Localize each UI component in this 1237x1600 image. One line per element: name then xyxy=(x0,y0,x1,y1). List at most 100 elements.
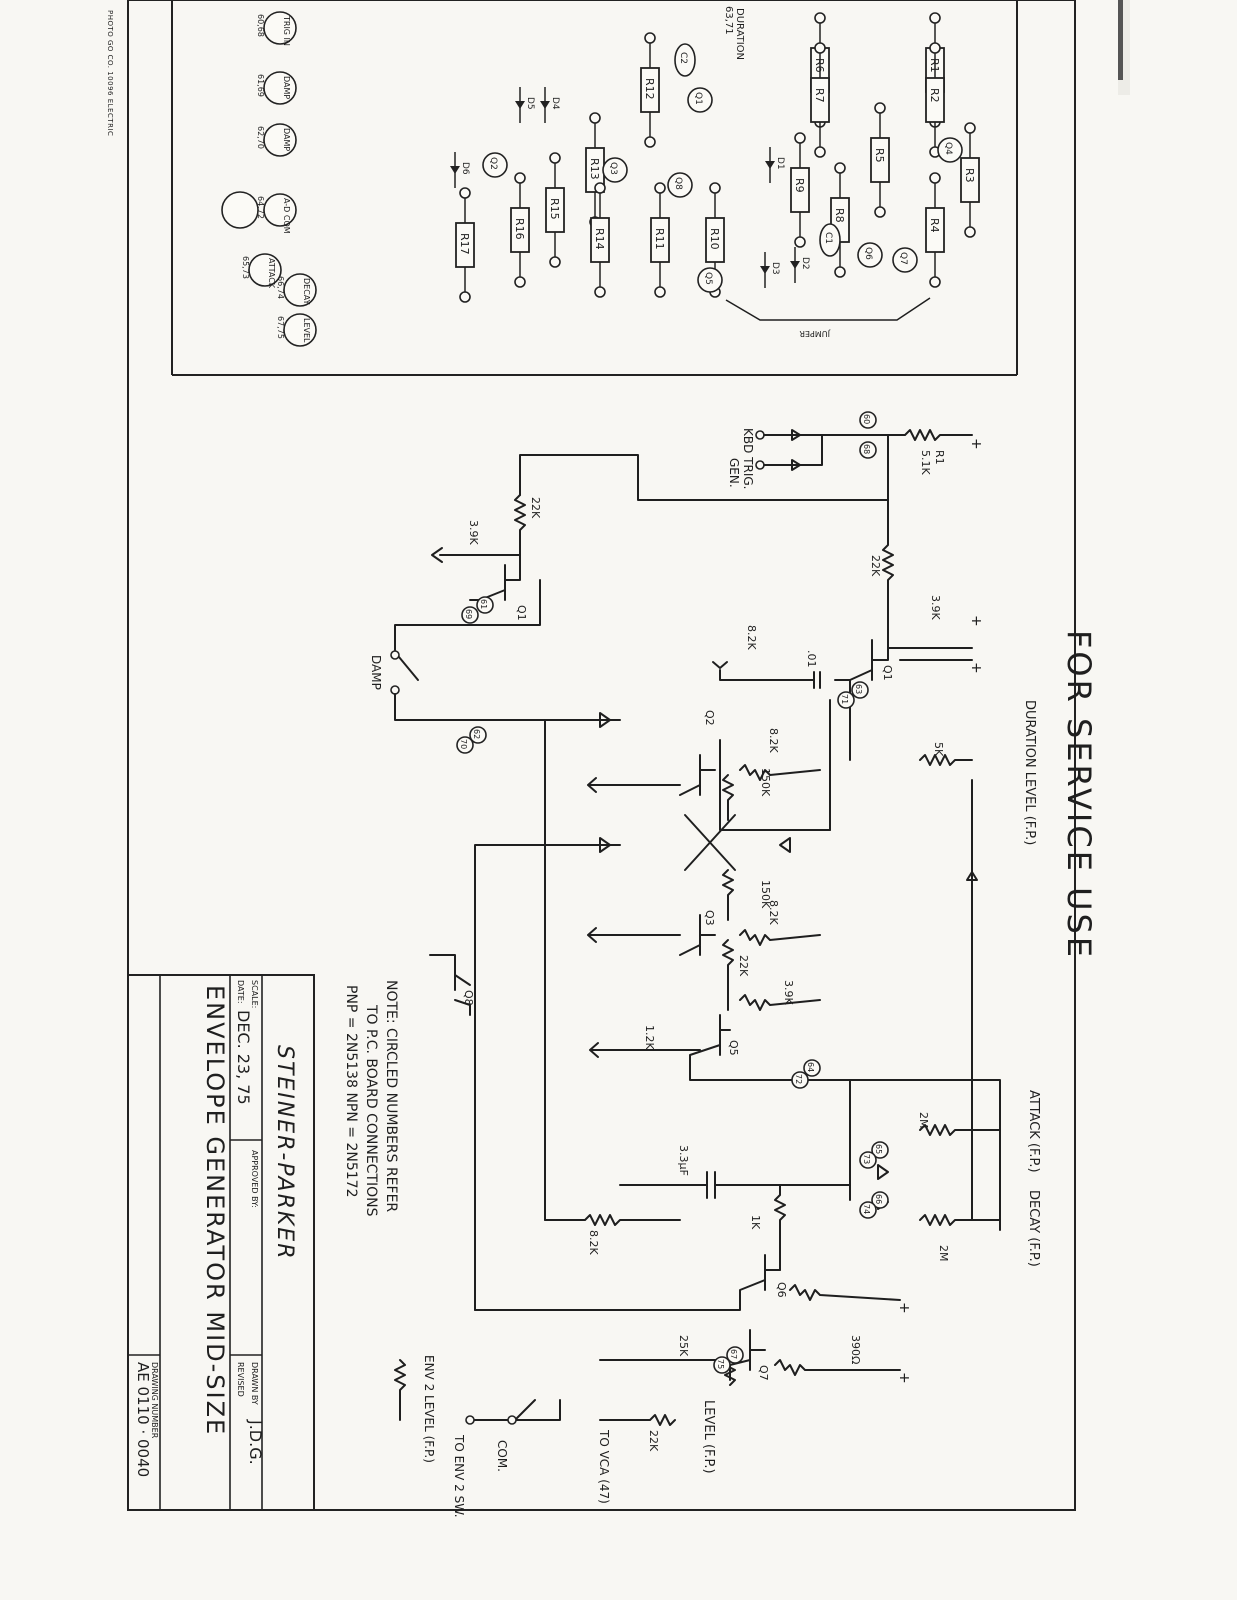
board-resistor-r12: R12 xyxy=(640,32,660,148)
board-transistor-label: Q5 xyxy=(703,272,713,285)
scan-edge xyxy=(1118,0,1123,80)
connection-number: 68 xyxy=(862,444,871,454)
board-resistor-label: R15 xyxy=(548,198,561,220)
q1a-collector xyxy=(394,579,541,651)
kbd-trig-diodes xyxy=(791,429,801,471)
q5-transistor xyxy=(689,1014,851,1081)
r15-resistor xyxy=(722,869,734,921)
q6-transistor xyxy=(474,1254,781,1311)
board-transistor-q3: Q3 xyxy=(602,157,628,183)
board-resistor-label: R10 xyxy=(708,228,721,250)
duration-diode xyxy=(966,871,978,881)
q2-transistor xyxy=(679,754,716,796)
d5-wire xyxy=(474,844,621,1311)
board-capacitor-label: C2 xyxy=(678,52,688,64)
connection-marker: 60 xyxy=(859,411,877,429)
board-pad-label: DAMP xyxy=(282,76,291,99)
r7-wire xyxy=(887,629,973,649)
note-line-3: PNP = 2N5138 NPN = 2N5172 xyxy=(343,985,359,1197)
connection-number: 65 xyxy=(874,1144,883,1154)
connection-marker: 65 xyxy=(871,1141,889,1159)
scale-label: SCALE: xyxy=(250,980,259,1008)
q2-ref: Q2 xyxy=(703,710,716,726)
board-pad-label: DECAY xyxy=(302,278,311,305)
env2-switch-contact-2 xyxy=(465,1415,475,1425)
cross-coupling xyxy=(684,814,736,871)
board-pad-label: TRIG IN xyxy=(282,15,291,46)
env2-switch xyxy=(469,1399,561,1421)
connection-marker: 61 xyxy=(476,596,494,614)
r9b-resistor xyxy=(789,1284,901,1301)
c1-capacitor xyxy=(619,1171,851,1199)
to-env2-label: TO ENV 2 SW. xyxy=(452,1434,466,1518)
board-pad-label: ATTACK xyxy=(267,258,276,289)
board-transistor-q2: Q2 xyxy=(482,152,508,178)
board-capacitor-c1: C1 xyxy=(819,223,841,257)
connection-number: 70 xyxy=(459,739,468,749)
d4-diode xyxy=(779,837,791,853)
level-label: LEVEL (F.P.) xyxy=(701,1400,716,1474)
connection-number: 62 xyxy=(472,729,481,739)
attack-decay-bus xyxy=(849,1079,1001,1231)
board-resistor-r11: R11 xyxy=(650,182,670,298)
connection-marker: 72 xyxy=(791,1071,809,1089)
q8-transistor xyxy=(429,954,471,1016)
connection-number: 60 xyxy=(862,414,871,424)
env2-level-pot xyxy=(394,1359,406,1421)
q3-ref: Q3 xyxy=(703,910,716,926)
r1-value: 5.1K xyxy=(919,450,932,475)
ground-arrow xyxy=(431,547,443,563)
connection-number: 64 xyxy=(806,1062,815,1072)
r10-value: 1.2K xyxy=(643,1025,656,1050)
d5-diode xyxy=(599,837,611,853)
r14-value: 8.2K xyxy=(767,900,780,925)
board-jumper-label: JUMPER xyxy=(799,329,831,338)
board-resistor-r17: R17 xyxy=(455,187,475,303)
board-transistor-label: Q2 xyxy=(488,157,498,170)
board-diode-d4: D4 xyxy=(540,87,560,123)
r9-resistor xyxy=(544,1214,681,1226)
board-resistor-label: R9 xyxy=(793,178,806,193)
duration-pot xyxy=(919,754,973,766)
board-pad-pins: 64,72 xyxy=(256,196,265,219)
board-transistor-q8: Q8 xyxy=(667,172,693,198)
board-pad-pins: 60,68 xyxy=(256,14,265,37)
r11-resistor xyxy=(739,994,821,1011)
connection-number: 73 xyxy=(862,1154,871,1164)
r-out-value: 22K xyxy=(647,1430,660,1452)
connection-number: 61 xyxy=(479,599,488,609)
board-resistor-r8: R8 xyxy=(830,162,850,278)
board-resistor-label: R7 xyxy=(813,88,826,103)
approved-label: APPROVED BY: xyxy=(250,1150,259,1208)
board-duration-pins: 63,71 xyxy=(723,6,734,35)
board-capacitor-c2: C2 xyxy=(674,43,696,77)
service-heading: FOR SERVICE USE xyxy=(1060,630,1098,960)
connection-marker: 62 xyxy=(469,726,487,744)
connection-number: 66 xyxy=(874,1194,883,1204)
r13-resistor xyxy=(722,939,734,1011)
board-transistor-q5: Q5 xyxy=(697,267,723,293)
attack-pot-value: 2M xyxy=(917,1112,930,1129)
board-resistor-r2: R2 xyxy=(925,42,945,158)
gen-label: GEN. xyxy=(727,458,741,488)
board-resistor-label: R12 xyxy=(643,78,656,100)
board-resistor-r16: R16 xyxy=(510,172,530,288)
board-resistor-label: R4 xyxy=(928,218,941,233)
r9-value: 8.2K xyxy=(587,1230,600,1255)
board-diode-label: D5 xyxy=(525,97,535,110)
r17-resistor xyxy=(739,764,821,781)
pc-board-layout: R1R2R3R4R5R6R7R8R9R10R11R12R13R14R15R16R… xyxy=(221,6,980,347)
board-transistor-label: Q6 xyxy=(863,247,873,260)
r12-value: 8.2K xyxy=(745,625,758,650)
board-transistor-q4: Q4 xyxy=(937,137,963,163)
board-pad-pins: 65,73 xyxy=(241,256,250,279)
board-resistor-label: R5 xyxy=(873,148,886,163)
env2-switch-contact-1 xyxy=(507,1415,517,1425)
r6-resistor xyxy=(882,499,894,631)
connection-number: 69 xyxy=(464,609,473,619)
connection-marker: 75 xyxy=(713,1356,731,1374)
q1b-plus: + xyxy=(968,662,984,674)
board-resistor-label: R13 xyxy=(588,158,601,180)
